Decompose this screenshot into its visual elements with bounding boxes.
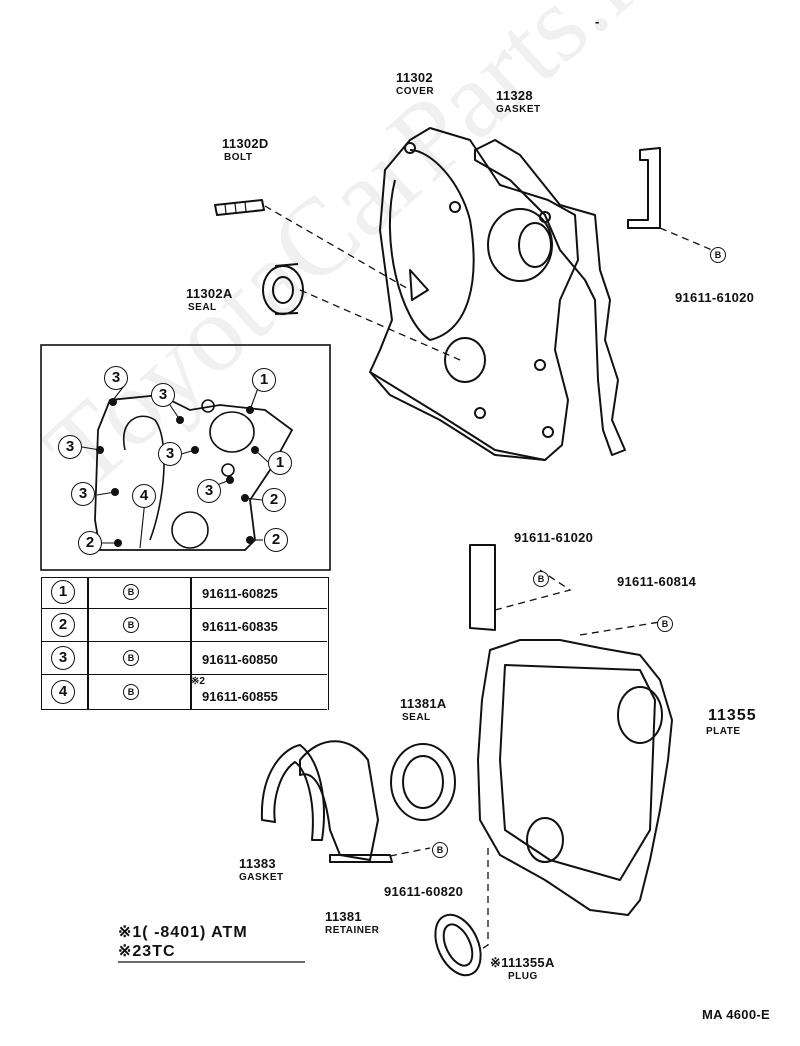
stud-bolt-drawing <box>214 199 265 216</box>
inset-callout: 3 <box>71 482 95 506</box>
seal2-part-name: SEAL <box>402 712 431 723</box>
seal-part-name: SEAL <box>188 302 217 313</box>
note-2: ※23TC <box>118 943 176 960</box>
figure-code: MA 4600-E <box>702 1007 770 1022</box>
inset-bolt-location-box <box>40 344 331 571</box>
bolt-61020-mid-label: 91611-61020 <box>514 530 594 545</box>
table-row: 4 B ※2 91611-60855 <box>41 676 327 710</box>
plate-part-name: PLATE <box>706 726 741 737</box>
row-symbol: B <box>123 650 139 666</box>
bracket-mid-drawing <box>469 544 496 631</box>
b-symbol-top: B <box>710 247 726 263</box>
inset-callout: 3 <box>197 479 221 503</box>
note-1: ※1( -8401) ATM <box>118 924 248 941</box>
inset-callout: 3 <box>158 442 182 466</box>
bracket-top-drawing <box>627 147 661 229</box>
gasket2-part-name: GASKET <box>239 872 284 883</box>
row-part-number: 91611-60855 <box>202 689 278 704</box>
plug-part-name: PLUG <box>508 971 538 982</box>
row-part-number: 91611-60850 <box>202 652 278 667</box>
seal-part-number: 11302A <box>186 286 233 301</box>
row-symbol: B <box>123 617 139 633</box>
b-symbol-retainer: B <box>432 842 448 858</box>
plug-drawing <box>434 913 482 977</box>
gasket-part-name: GASKET <box>496 104 541 115</box>
retainer-gasket-drawing <box>260 744 325 841</box>
timing-cover-gasket-drawing <box>474 139 626 456</box>
row-number: 3 <box>51 646 75 670</box>
inset-callout: 2 <box>264 528 288 552</box>
bolt-60820-label: 91611-60820 <box>384 884 464 899</box>
row-symbol: B <box>123 684 139 700</box>
retainer-part-number: 11381 <box>325 909 362 924</box>
inset-callout: 1 <box>252 368 276 392</box>
inset-callout: 2 <box>262 488 286 512</box>
retainer-part-name: RETAINER <box>325 925 380 936</box>
inset-callout: 2 <box>78 531 102 555</box>
table-row: 1 B 91611-60825 <box>41 577 327 609</box>
row-number: 2 <box>51 613 75 637</box>
row-number: 4 <box>51 680 75 704</box>
inset-callout: 3 <box>58 435 82 459</box>
table-row: 2 B 91611-60835 <box>41 610 327 642</box>
timing-cover-drawing <box>369 127 579 461</box>
table-row: 3 B 91611-60850 <box>41 643 327 675</box>
inset-callout: 1 <box>268 451 292 475</box>
row-note: ※2 <box>191 676 205 687</box>
seal2-part-number: 11381A <box>400 696 447 711</box>
bolt-table <box>41 577 329 710</box>
oil-seal-front-drawing <box>262 265 304 315</box>
oil-seal-rear-drawing <box>390 743 456 821</box>
bolt-part-number: 11302D <box>222 136 269 151</box>
b-symbol-plate: B <box>657 616 673 632</box>
plate-part-number: 11355 <box>708 707 757 724</box>
row-symbol: B <box>123 584 139 600</box>
plug-part-number: ※111355A <box>490 955 555 970</box>
inset-callout: 4 <box>132 484 156 508</box>
row-number: 1 <box>51 580 75 604</box>
gasket2-part-number: 11383 <box>239 856 276 871</box>
retainer-drawing <box>299 740 379 861</box>
bolt-part-name: BOLT <box>224 152 253 163</box>
row-part-number: 91611-60835 <box>202 619 278 634</box>
inset-callout: 3 <box>151 383 175 407</box>
gasket-part-number: 11328 <box>496 88 533 103</box>
b-symbol-mid: B <box>533 571 549 587</box>
end-plate-drawing <box>477 639 673 916</box>
bolt-60814-label: 91611-60814 <box>617 574 697 589</box>
cover-part-name: COVER <box>396 86 435 97</box>
inset-callout: 3 <box>104 366 128 390</box>
cover-part-number: 11302 <box>396 70 433 85</box>
row-part-number: 91611-60825 <box>202 586 278 601</box>
dash-mark: - <box>595 14 600 29</box>
bolt-61020-top-label: 91611-61020 <box>675 290 755 305</box>
